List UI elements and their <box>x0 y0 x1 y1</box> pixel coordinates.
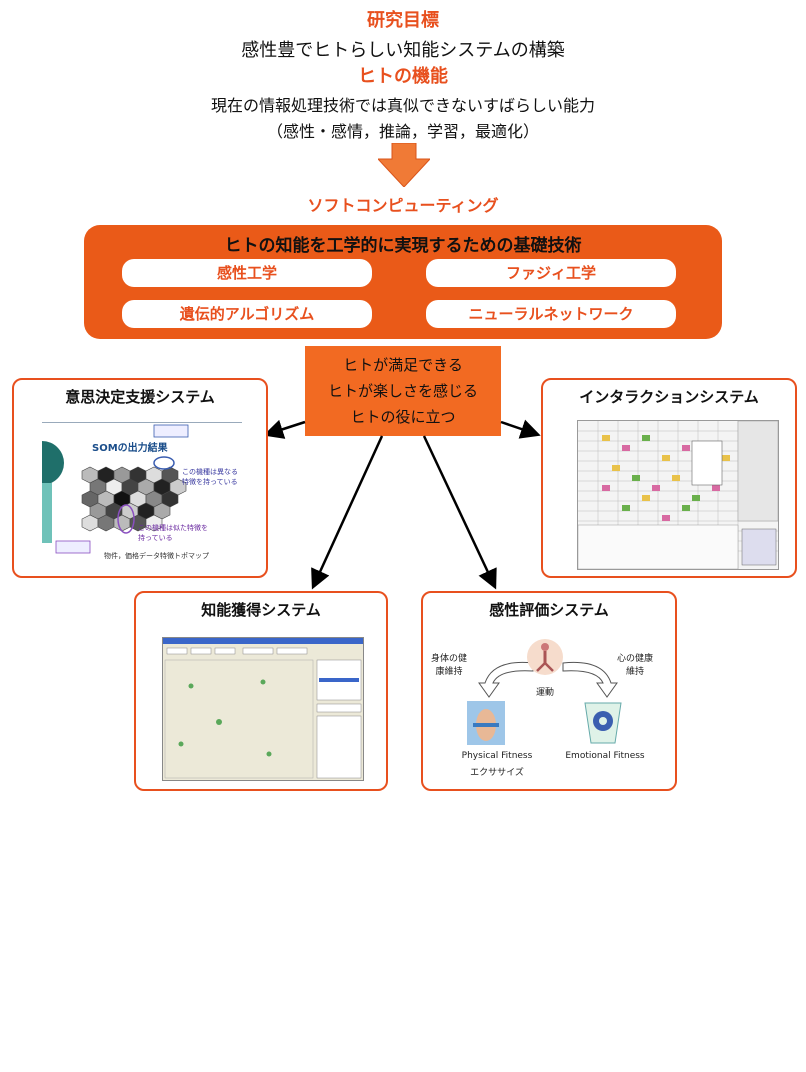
decision-support-title: 意思決定支援システム <box>65 388 215 406</box>
center-line-3: ヒトの役に立つ <box>350 408 456 426</box>
arrow-to-acquisition <box>311 435 384 590</box>
physical-fitness-jp-label: エクササイズ <box>470 768 524 778</box>
emotional-fitness-label: Emotional Fitness <box>565 751 645 761</box>
center-line-2: ヒトが楽しさを感じる <box>327 382 478 400</box>
down-arrow-icon <box>378 143 430 187</box>
physical-fitness-label: Physical Fitness <box>461 751 533 761</box>
interaction-card: インタラクションシステム <box>541 378 797 578</box>
arrow-to-decision <box>263 419 306 439</box>
interaction-grid <box>577 420 779 570</box>
exercise-icon <box>527 639 563 675</box>
som-title: SOMの出力結果 <box>92 443 168 454</box>
center-goals-box: ヒトが満足できる ヒトが楽しさを感じる ヒトの役に立つ <box>305 346 501 436</box>
interaction-title: インタラクションシステム <box>579 388 759 406</box>
acquisition-card: 知能獲得システム <box>134 591 388 791</box>
mind-health-label: 心の健康維持 <box>616 654 653 677</box>
kansei-card: 感性評価システム 身体の健康維持 心の健康維持 運動 Physical Fitn… <box>421 591 677 791</box>
emotional-fitness-icon <box>584 702 622 744</box>
function-list: （感性・感情，推論，学習，最適化） <box>266 122 539 141</box>
acquisition-title: 知能獲得システム <box>201 601 321 619</box>
som-caption: 物件，価格データ特徴トポマップ <box>104 552 209 560</box>
acquisition-screenshot <box>162 637 364 781</box>
exercise-label: 運動 <box>535 688 554 698</box>
som-screenshot: SOMの出力結果 <box>42 422 242 563</box>
tech-genetic-algorithm: 遺伝的アルゴリズム <box>122 300 372 328</box>
arrow-to-interaction <box>500 419 541 439</box>
function-title: ヒトの機能 <box>358 66 448 87</box>
tech-kansei-engineering: 感性工学 <box>122 259 372 287</box>
som-note-similar: この機種は似た特徴を持っている <box>138 524 208 542</box>
goal-title: 研究目標 <box>367 10 439 31</box>
soft-computing-label: ソフトコンピューティング <box>307 196 499 215</box>
body-health-label: 身体の健康維持 <box>430 654 467 677</box>
som-hexmap <box>55 424 189 554</box>
function-text: 現在の情報処理技術では真似できないすばらしい能力 <box>210 96 595 115</box>
tech-neural-network: ニューラルネットワーク <box>426 300 676 328</box>
foundation-box: ヒトの知能を工学的に実現するための基礎技術 感性工学 ファジィ工学 遺伝的アルゴ… <box>84 225 722 339</box>
goal-text: 感性豊でヒトらしい知能システムの構築 <box>241 40 565 61</box>
center-line-1: ヒトが満足できる <box>343 356 463 374</box>
acquisition-window <box>163 638 363 779</box>
physical-fitness-icon <box>467 701 505 745</box>
arrow-to-kansei <box>422 435 497 590</box>
foundation-title: ヒトの知能を工学的に実現するための基礎技術 <box>224 236 582 256</box>
kansei-title: 感性評価システム <box>489 601 609 619</box>
tech-fuzzy-engineering: ファジィ工学 <box>426 259 676 287</box>
interaction-screenshot <box>577 420 779 570</box>
kansei-curved-arrows <box>478 661 618 698</box>
som-note-different: この機種は異なる特徴を持っている <box>182 468 238 486</box>
decision-support-card: 意思決定支援システム SOMの出力結果 <box>12 378 268 578</box>
